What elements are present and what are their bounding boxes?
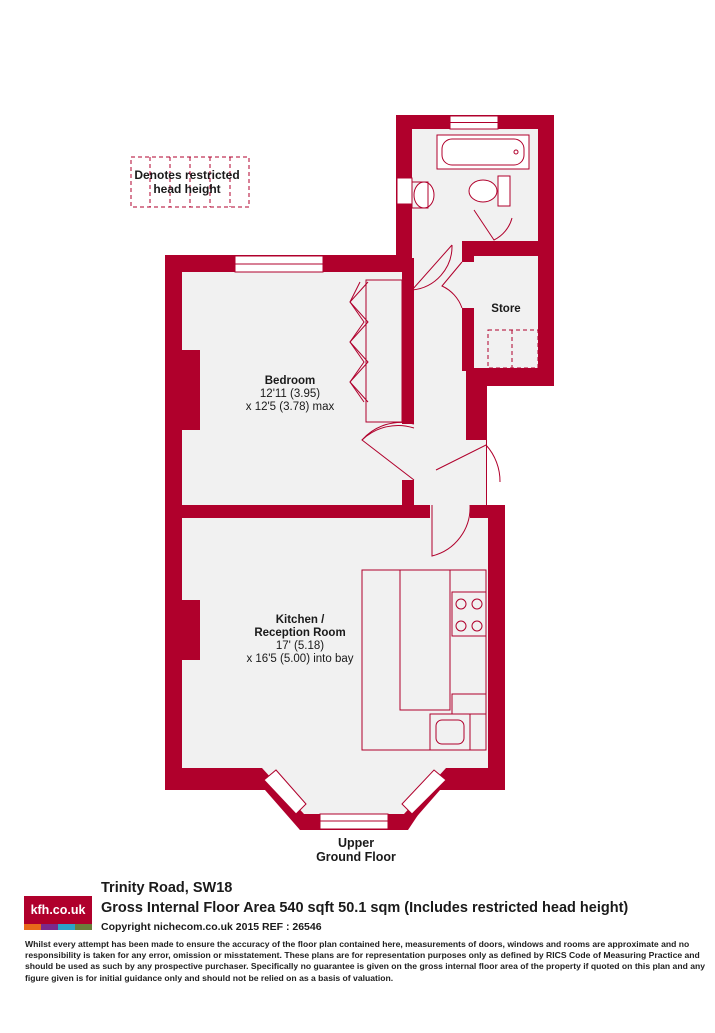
logo-bar <box>41 924 58 930</box>
windows <box>234 115 499 830</box>
room-dimension: 17' (5.18) <box>275 640 325 652</box>
kitchen-units <box>361 569 487 751</box>
floor-name-line2: Ground Floor <box>316 850 396 864</box>
room-label-kitchen: Kitchen / Reception Room 17' (5.18) x 16… <box>225 614 375 666</box>
room-label-bedroom: Bedroom 12'11 (3.95) x 12'5 (3.78) max <box>215 375 365 414</box>
store-floor <box>474 256 538 368</box>
room-name: Bedroom <box>264 375 316 387</box>
room-dimension: x 12'5 (3.78) max <box>245 401 335 413</box>
floor-name: Upper Ground Floor <box>296 836 416 864</box>
logo-color-bars <box>24 924 92 930</box>
bedroom-floor <box>182 272 402 505</box>
room-name: Kitchen / <box>275 614 325 626</box>
room-dimension: 12'11 (3.95) <box>259 388 321 400</box>
logo-bar <box>58 924 75 930</box>
disclaimer-text: Whilst every attempt has been made to en… <box>25 939 706 983</box>
gross-floor-area: Gross Internal Floor Area 540 sqft 50.1 … <box>101 900 629 916</box>
bathroom-fixtures <box>411 134 530 209</box>
restricted-legend <box>130 156 250 208</box>
logo-text: kfh.co.uk <box>24 896 92 924</box>
hall-floor <box>412 240 486 505</box>
floor-plan <box>130 115 554 830</box>
property-address: Trinity Road, SW18 <box>101 880 233 896</box>
room-name: Reception Room <box>254 627 346 639</box>
kfh-logo: kfh.co.uk <box>24 896 92 930</box>
room-dimension: x 16'5 (5.00) into bay <box>246 653 354 665</box>
room-label-store: Store <box>491 303 521 315</box>
restricted-legend-label: Denotes restricted head height <box>128 168 246 196</box>
restricted-legend-line2: head height <box>153 182 221 196</box>
copyright-notice: Copyright nichecom.co.uk 2015 REF : 2654… <box>101 921 322 933</box>
logo-bar <box>24 924 41 930</box>
logo-bar <box>75 924 92 930</box>
restricted-legend-line1: Denotes restricted <box>134 168 240 182</box>
floor-name-line1: Upper <box>337 836 375 850</box>
